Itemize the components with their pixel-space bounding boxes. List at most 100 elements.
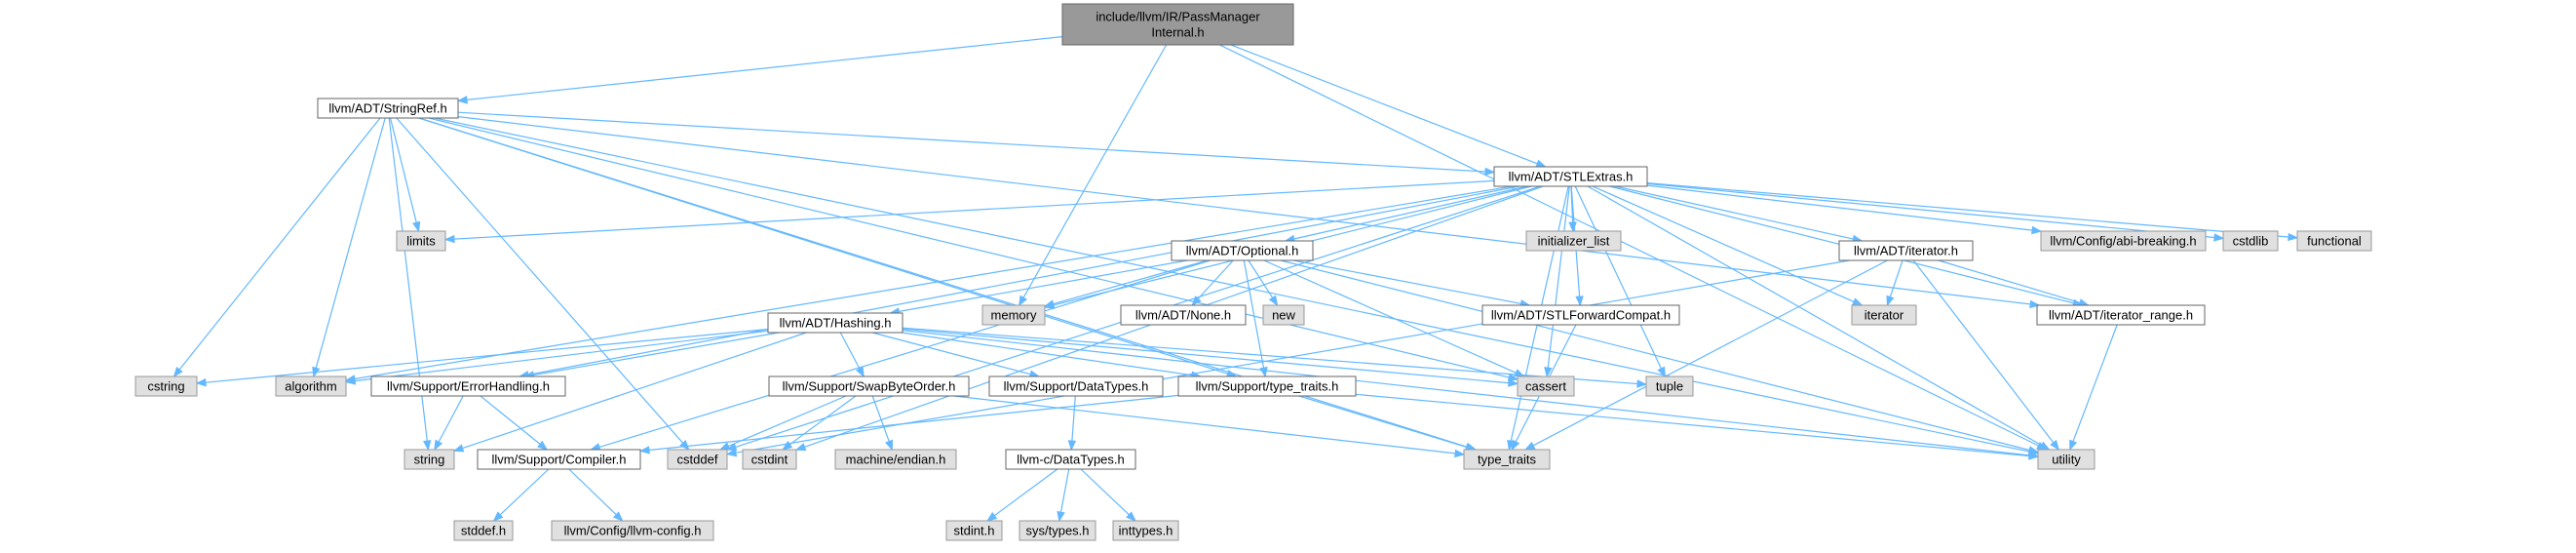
node-datatypes[interactable]: llvm/Support/DataTypes.h xyxy=(988,375,1164,397)
edge-line xyxy=(1532,259,1888,447)
node-label: include/llvm/IR/PassManager xyxy=(1096,10,1260,24)
arrowhead-icon xyxy=(781,440,793,451)
node-utility: utility xyxy=(2037,449,2095,470)
arrowhead-icon xyxy=(1259,366,1268,378)
arrowhead-icon xyxy=(492,511,504,522)
node-label: llvm/ADT/StringRef.h xyxy=(328,101,446,116)
edge-line xyxy=(1248,259,1274,298)
arrowhead-icon xyxy=(1508,378,1519,387)
node-label: llvm/Support/type_traits.h xyxy=(1196,379,1339,394)
node-iteratorh[interactable]: llvm/ADT/iterator.h xyxy=(1838,240,1974,261)
node-box xyxy=(767,312,904,334)
node-box xyxy=(2040,230,2207,252)
node-box xyxy=(1481,304,1680,326)
edge-line xyxy=(993,468,1058,517)
edge-line xyxy=(1293,185,1528,240)
node-label: initializer_list xyxy=(1538,234,1610,249)
arrowhead-icon xyxy=(173,366,183,378)
edge-stlextras-to-limits xyxy=(443,179,1495,244)
node-swapbyteorder[interactable]: llvm/Support/SwapByteOrder.h xyxy=(768,375,970,397)
node-none[interactable]: llvm/ADT/None.h xyxy=(1120,304,1247,326)
node-box xyxy=(1171,240,1314,261)
node-box xyxy=(1262,304,1305,326)
edge-line xyxy=(598,259,1211,448)
edge-line xyxy=(953,395,1456,454)
edge-line xyxy=(1230,44,1538,165)
edge-cdatatypes-to-stdint xyxy=(986,468,1058,522)
node-typetraitsh[interactable]: llvm/Support/type_traits.h xyxy=(1177,375,1357,397)
arrowhead-icon xyxy=(1523,441,1536,451)
node-stringref[interactable]: llvm/ADT/StringRef.h xyxy=(317,98,459,119)
edge-line xyxy=(533,332,780,376)
arrowhead-icon xyxy=(725,449,738,457)
edge-stringref-to-stlextras xyxy=(457,111,1496,177)
edge-stlextras-to-cassert xyxy=(1544,185,1570,378)
node-cstdlib: cstdlib xyxy=(2222,230,2279,252)
node-stlextras[interactable]: llvm/ADT/STLExtras.h xyxy=(1493,166,1648,187)
edge-line xyxy=(315,117,386,369)
edge-compiler-to-stddef xyxy=(492,468,550,522)
edge-line xyxy=(354,330,769,382)
edge-stringref-to-iteratorrange xyxy=(457,116,2041,309)
node-label: llvm/ADT/iterator.h xyxy=(1854,244,1958,258)
arrowhead-icon xyxy=(2069,439,2078,452)
edge-typetraitsh-to-type_traits xyxy=(1298,395,1477,452)
edge-optional-to-stlforward xyxy=(1293,259,1531,308)
node-box xyxy=(370,375,566,397)
edge-line xyxy=(453,179,1495,240)
edge-stringref-to-cstddef xyxy=(396,117,690,452)
node-label: llvm/Support/Compiler.h xyxy=(492,453,627,467)
node-memory: memory xyxy=(981,304,1046,326)
node-box xyxy=(1112,520,1179,541)
node-label: llvm/ADT/iterator_range.h xyxy=(2049,308,2193,323)
node-box xyxy=(317,98,459,119)
arrowhead-icon xyxy=(1535,159,1547,168)
edge-optional-to-compiler xyxy=(589,259,1211,452)
node-errorhandling[interactable]: llvm/Support/ErrorHandling.h xyxy=(370,375,566,397)
node-optional[interactable]: llvm/ADT/Optional.h xyxy=(1171,240,1314,261)
edge-iteratorrange-to-utility xyxy=(2069,324,2118,452)
edge-line xyxy=(902,328,1510,384)
arrowhead-icon xyxy=(412,220,421,233)
node-box xyxy=(135,375,198,397)
edge-stlextras-to-iteratorh xyxy=(1614,185,1864,244)
node-stddef: stddef.h xyxy=(453,520,514,541)
node-label: llvm/ADT/Hashing.h xyxy=(780,316,892,331)
node-box xyxy=(1019,520,1096,541)
arrowhead-icon xyxy=(1057,510,1065,523)
arrowhead-icon xyxy=(2050,439,2060,452)
node-label: llvm/ADT/None.h xyxy=(1135,308,1231,323)
arrowhead-icon xyxy=(986,511,998,522)
edge-line xyxy=(466,36,1063,100)
node-llvmconfig: llvm/Config/llvm-config.h xyxy=(551,520,714,541)
edge-line xyxy=(354,185,1513,380)
node-label: machine/endian.h xyxy=(846,453,946,467)
edge-line xyxy=(735,259,1850,454)
node-box xyxy=(1493,166,1648,187)
node-box xyxy=(2037,449,2095,470)
edge-line xyxy=(1071,395,1076,442)
node-iteratorrange[interactable]: llvm/ADT/iterator_range.h xyxy=(2036,304,2206,326)
node-initializer_list: initializer_list xyxy=(1525,230,1622,252)
edge-line xyxy=(428,117,1510,378)
edge-line xyxy=(1646,184,2033,231)
edge-line xyxy=(527,185,1520,375)
node-box xyxy=(1645,375,1694,397)
node-cstdint: cstdint xyxy=(742,449,797,470)
node-algorithm: algorithm xyxy=(275,375,347,397)
edge-hashing-to-cassert xyxy=(902,328,1519,387)
node-compiler[interactable]: llvm/Support/Compiler.h xyxy=(477,449,641,470)
arrowhead-icon xyxy=(856,366,865,378)
edge-line xyxy=(1280,259,2030,452)
node-box xyxy=(477,449,641,470)
arrowhead-icon xyxy=(195,377,207,387)
arrowhead-icon xyxy=(1019,295,1027,307)
node-hashing[interactable]: llvm/ADT/Hashing.h xyxy=(767,312,904,334)
node-stlforward[interactable]: llvm/ADT/STLForwardCompat.h xyxy=(1481,304,1680,326)
node-cdatatypes[interactable]: llvm-c/DataTypes.h xyxy=(1005,449,1136,470)
node-box xyxy=(396,230,446,252)
edge-line xyxy=(871,395,890,442)
edge-optional-to-memory xyxy=(1043,259,1209,308)
edge-line xyxy=(499,468,550,516)
